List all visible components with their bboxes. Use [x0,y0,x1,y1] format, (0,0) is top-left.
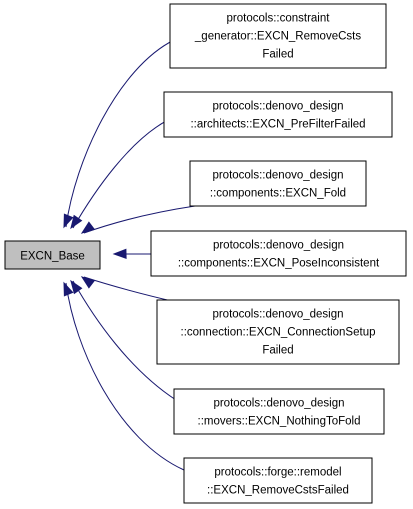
derived-class-node[interactable]: protocols::denovo_design ::components::E… [189,160,367,207]
inheritance-edge [112,248,151,260]
inheritance-edge [70,279,177,401]
derived-class-label-line: _generator::EXCN_RemoveCsts [194,31,361,43]
derived-class-node[interactable]: protocols::forge::remodel ::EXCN_RemoveC… [183,457,373,504]
derived-class-label-line: ::components::EXCN_PoseInconsistent [178,258,380,270]
inheritance-edge-line [83,205,196,234]
derived-class-label-line: protocols::constraint [227,13,331,25]
inheritance-edge [63,281,185,471]
derived-class-label-line: protocols::denovo_design [212,170,343,182]
derived-class-label-line: protocols::denovo_design [213,398,344,410]
inheritance-edge-line [72,119,169,229]
base-class-label: EXCN_Base [20,251,85,263]
derived-class-label-line: protocols::denovo_design [213,240,344,252]
derived-class-label-line: ::EXCN_RemoveCstsFailed [207,485,349,497]
inheritance-edge [80,205,196,234]
derived-class-label-line: ::components::EXCN_Fold [210,188,346,200]
inheritance-arrowhead [70,214,83,230]
derived-class-label-line: protocols::denovo_design [212,309,343,321]
derived-class-node[interactable]: protocols::denovo_design ::connection::E… [156,299,400,365]
base-class-node[interactable]: EXCN_Base [4,240,101,270]
inheritance-arrowhead [63,281,74,297]
derived-class-label-line: Failed [262,345,293,357]
inheritance-edge-line [65,282,185,471]
inheritance-arrowhead [70,279,83,295]
derived-class-node[interactable]: protocols::denovo_design ::movers::EXCN_… [173,388,385,435]
inheritance-arrowhead [63,213,74,229]
derived-class-label-line: protocols::forge::remodel [214,467,341,479]
inheritance-arrowhead [80,276,96,289]
inheritance-edge-line [72,280,177,401]
inheritance-edge [70,119,169,230]
inheritance-edge [63,39,175,229]
inheritance-edge-line [65,39,175,228]
derived-class-label-line: ::connection::EXCN_ConnectionSetup [181,327,376,339]
derived-class-node[interactable]: protocols::denovo_design ::architects::E… [163,91,393,138]
derived-class-label-line: protocols::denovo_design [212,101,343,113]
inheritance-edge-line [83,276,177,303]
inheritance-arrowhead [80,221,96,234]
derived-class-node[interactable]: protocols::denovo_design ::components::E… [150,230,407,277]
derived-class-node[interactable]: protocols::constraint _generator::EXCN_R… [169,3,387,69]
inheritance-arrowhead [112,248,127,260]
inheritance-edge [80,276,177,303]
derived-class-label-line: ::architects::EXCN_PreFilterFailed [190,119,365,131]
derived-class-label-line: ::movers::EXCN_NothingToFold [198,416,361,428]
derived-class-label-line: Failed [262,49,293,61]
